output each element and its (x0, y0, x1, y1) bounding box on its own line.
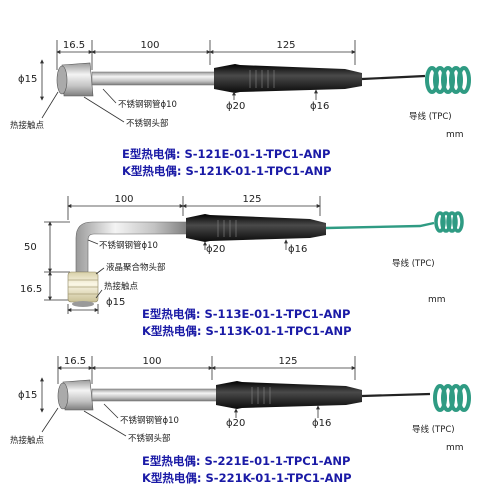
label-lead: 导线 (TPC) (409, 111, 452, 122)
handle (186, 214, 326, 242)
dia-tube: ϕ20 (206, 244, 225, 255)
unit-mm: mm (428, 295, 446, 305)
model-k: K型热电偶: S-121K-01-1-TPC1-ANP (122, 164, 332, 178)
model-e: E型热电偶: S-221E-01-1-TPC1-ANP (142, 454, 350, 468)
dim-head: 16.5 (64, 356, 86, 367)
label-contact: 热接触点 (104, 281, 139, 292)
label-lead: 导线 (TPC) (392, 258, 435, 269)
cable (361, 74, 426, 81)
dim-tube: 100 (142, 356, 161, 367)
dia-head: ϕ15 (18, 390, 37, 401)
dia-handle: ϕ16 (312, 418, 331, 429)
label-head: 不锈钢头部 (128, 433, 171, 444)
dia-handle: ϕ16 (310, 101, 329, 112)
label-contact: 热接触点 (10, 120, 45, 131)
label-tube: 不锈钢钢管ϕ10 (118, 99, 177, 110)
handle (214, 64, 362, 93)
cable (361, 392, 431, 398)
label-contact: 热接触点 (10, 435, 45, 446)
probe-2: 100 125 50 16.5 ϕ20 ϕ16 (20, 194, 464, 338)
dim-head: 16.5 (20, 284, 42, 295)
coiled-lead (433, 384, 471, 412)
contact-face (72, 301, 94, 307)
model-e: E型热电偶: S-113E-01-1-TPC1-ANP (142, 307, 350, 321)
label-head: 不锈钢头部 (126, 118, 169, 129)
coiled-lead (434, 211, 464, 233)
label-tube: 不锈钢钢管ϕ10 (120, 415, 179, 426)
dim-height: 50 (24, 242, 37, 253)
handle (216, 381, 362, 409)
head-face (56, 65, 68, 95)
dia-tube: ϕ20 (226, 418, 245, 429)
dim-tube: 100 (140, 40, 159, 51)
unit-mm: mm (446, 443, 464, 453)
model-e: E型热电偶: S-121E-01-1-TPC1-ANP (122, 147, 330, 161)
probe-3: 16.5 100 125 ϕ15 ϕ20 ϕ16 不锈钢钢管ϕ10 不锈钢头部 … (10, 356, 471, 485)
dim-tube: 100 (114, 194, 133, 205)
unit-mm: mm (446, 130, 464, 140)
dia-head: ϕ15 (18, 74, 37, 85)
dia-head: ϕ15 (106, 297, 125, 308)
coiled-lead (425, 66, 471, 94)
dim-head: 16.5 (63, 40, 85, 51)
dim-handle: 125 (276, 40, 295, 51)
steel-tube (91, 71, 217, 86)
head-face (57, 382, 69, 410)
model-k: K型热电偶: S-221K-01-1-TPC1-ANP (142, 471, 352, 485)
dia-tube: ϕ20 (226, 101, 245, 112)
dia-handle: ϕ16 (288, 244, 307, 255)
model-k: K型热电偶: S-113K-01-1-TPC1-ANP (142, 324, 352, 338)
probe-1: 16.5 100 125 ϕ15 ϕ20 ϕ16 不锈钢钢管 (10, 40, 471, 178)
label-head: 液晶聚合物头部 (106, 262, 166, 273)
dim-handle: 125 (278, 356, 297, 367)
label-lead: 导线 (TPC) (412, 424, 455, 435)
dim-handle: 125 (242, 194, 261, 205)
label-tube: 不锈钢钢管ϕ10 (99, 240, 158, 251)
cable (325, 221, 435, 230)
steel-tube (91, 388, 219, 402)
